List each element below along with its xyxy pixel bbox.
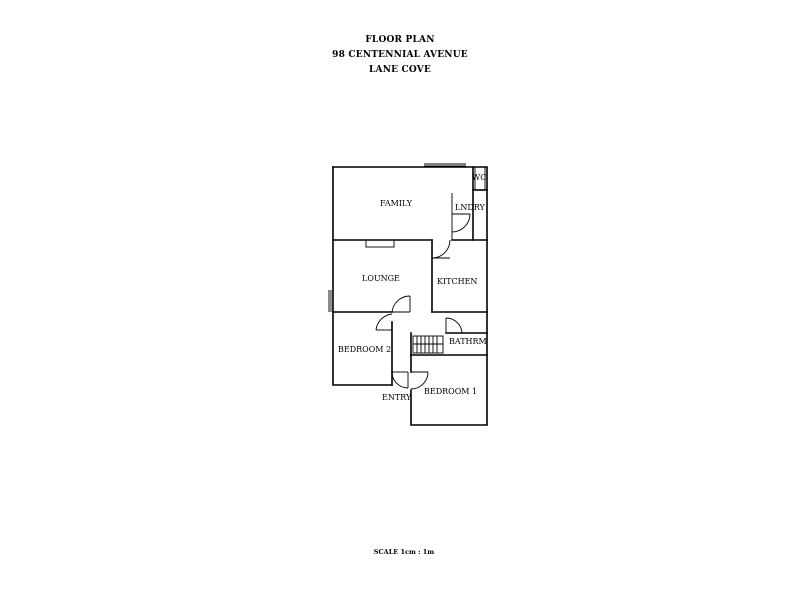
room-label-bathroom: BATHRM [449,337,487,346]
room-label-family: FAMILY [380,199,413,208]
bedroom2-door [375,313,393,373]
laundry-door [451,213,471,233]
title-street-address: 98 CENTENNIAL AVENUE [332,50,468,60]
room-label-kitchen: KITCHEN [437,277,477,286]
lounge-window [328,290,332,312]
lounge-bedroom2-wall [332,295,411,313]
title-heading: FLOOR PLAN [365,35,435,45]
room-label-bedroom1: BEDROOM 1 [424,387,477,396]
kitchen-door [431,239,451,259]
room-label-entry: ENTRY [382,393,412,402]
scale-note: SCALE 1cm : 1m [373,548,435,556]
bedroom1-walls [410,354,429,390]
room-label-bedroom2: BEDROOM 2 [338,345,391,354]
family-window [424,163,466,167]
family-lounge-wall [332,239,433,248]
room-label-laundry: LNDRY [455,203,486,212]
plan-title: FLOOR PLAN 98 CENTENNIAL AVENUE LANE COV… [0,33,800,78]
title-suburb: LANE COVE [368,65,432,75]
room-label-wc: WC [472,173,486,182]
stair-hatching [412,335,444,354]
bathroom-walls [410,317,488,356]
entry-door [391,371,409,389]
room-label-lounge: LOUNGE [362,274,400,283]
kitchen-walls [431,239,488,313]
wc-laundry-walls [451,166,488,241]
